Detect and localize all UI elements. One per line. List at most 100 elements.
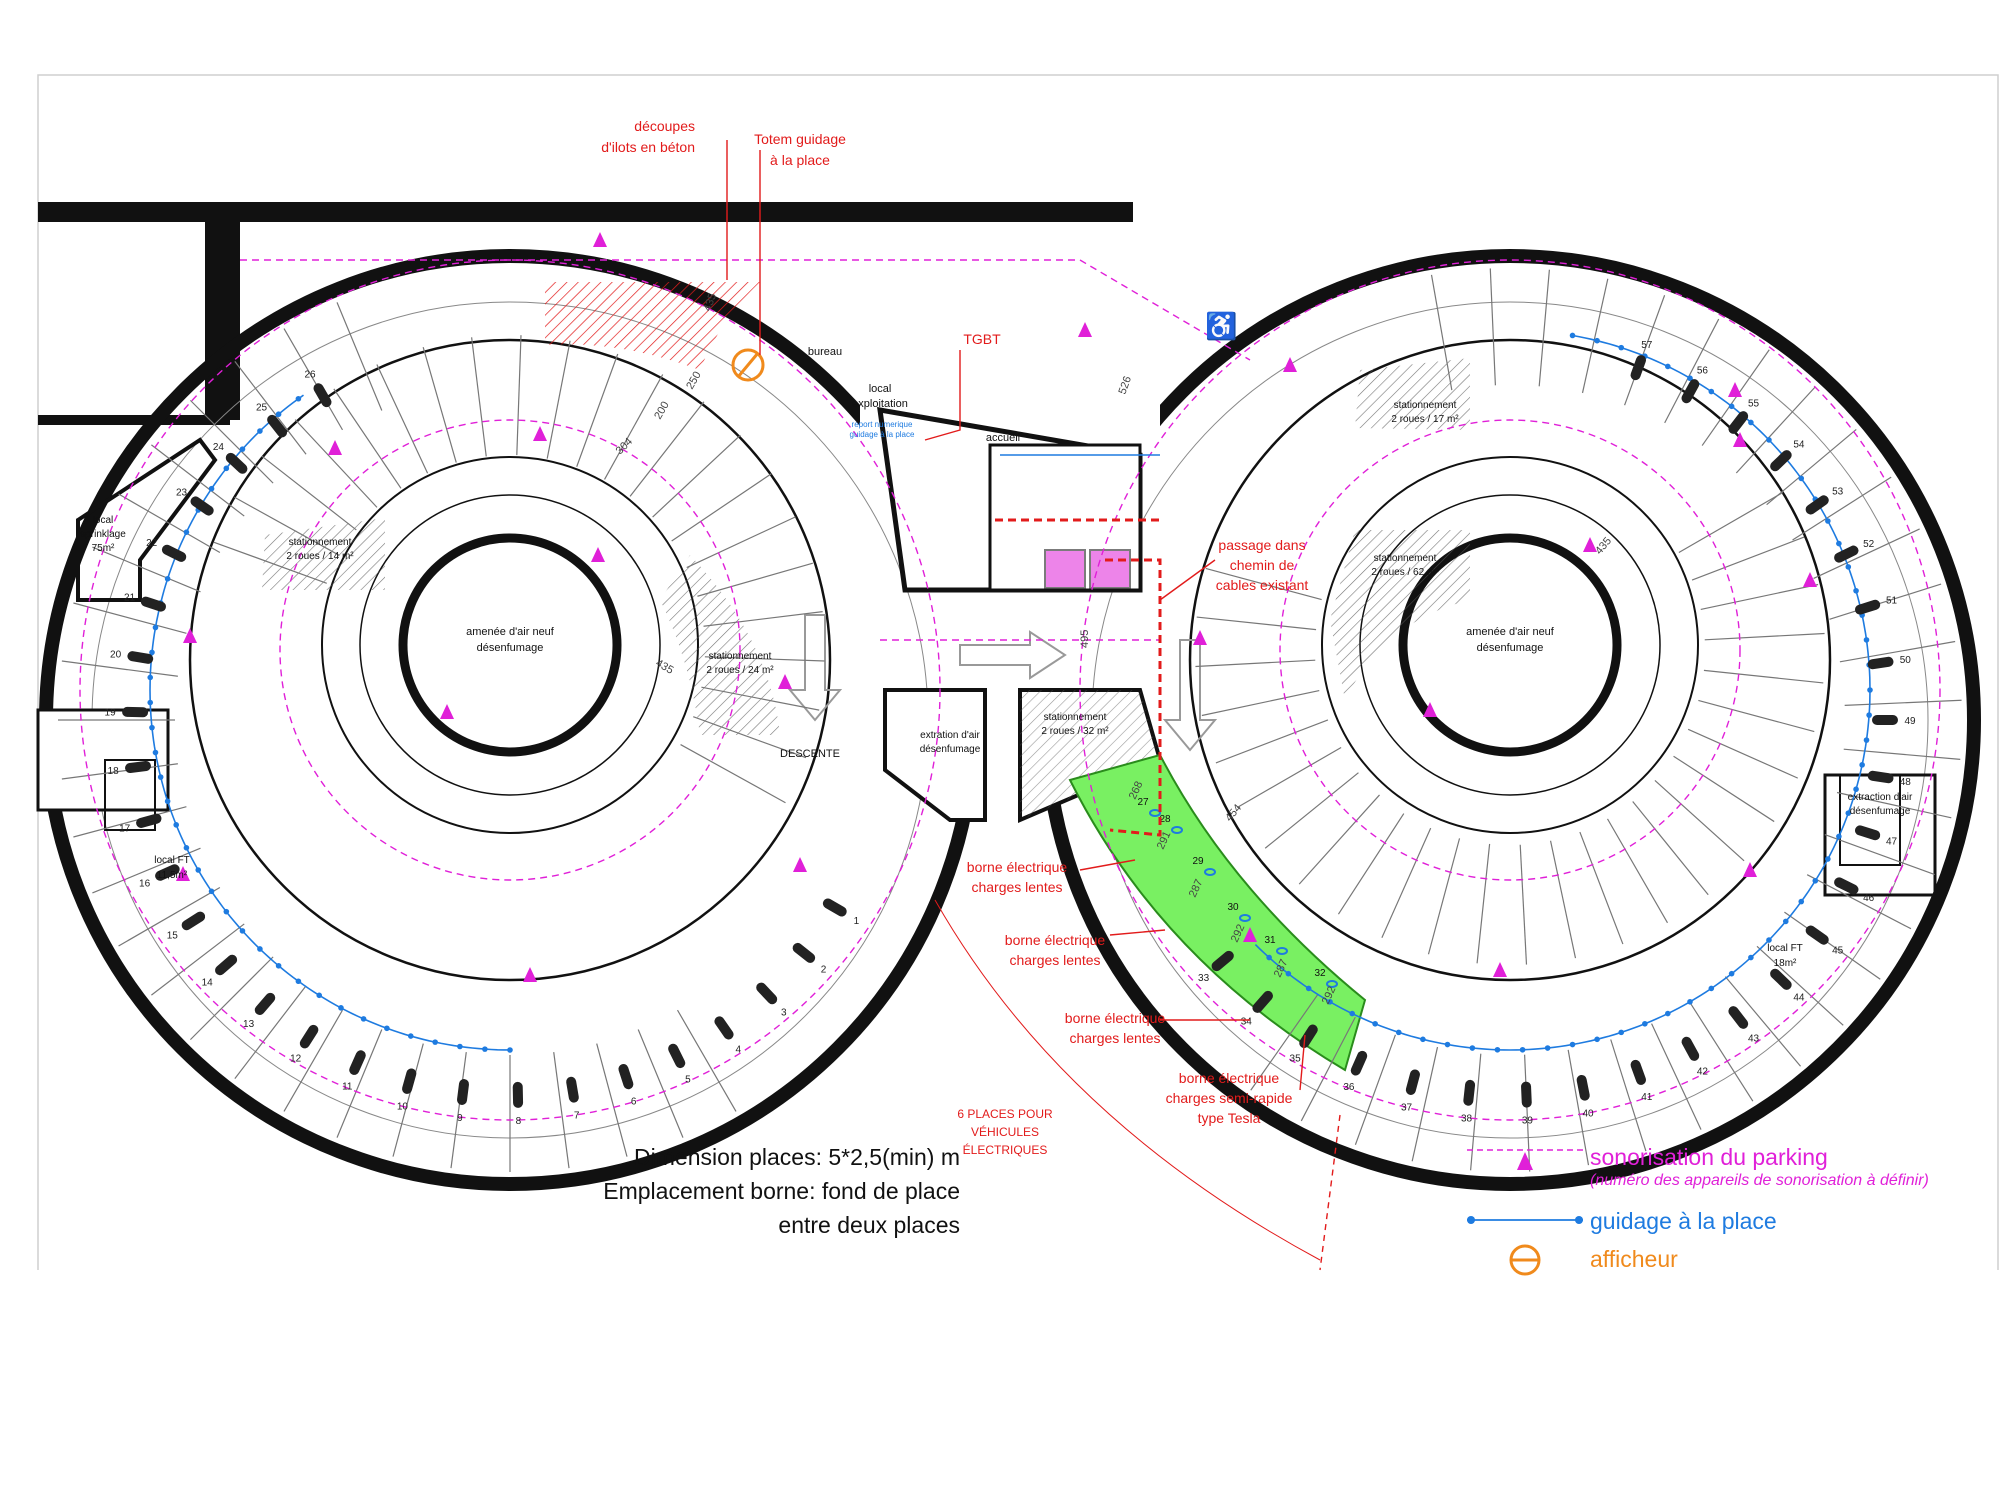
stall-divider <box>652 434 741 518</box>
stall-divider <box>1579 831 1624 945</box>
stall-divider <box>604 374 664 480</box>
svg-text:Totem guidage: Totem guidage <box>754 131 846 147</box>
svg-text:stationnement: stationnement <box>289 537 352 548</box>
guidage-sensor <box>1845 810 1852 816</box>
stall-divider <box>1691 536 1805 581</box>
svg-text:désenfumage: désenfumage <box>477 642 544 654</box>
right-spot-number: 42 <box>1697 1067 1709 1078</box>
guidage-sensor <box>1444 1041 1451 1048</box>
guidage-sensor <box>1327 998 1333 1005</box>
stall-divider <box>73 602 187 634</box>
right-spot-marker <box>1681 379 1700 404</box>
guidage-sensor <box>1825 856 1831 862</box>
ev-guidage-sensor <box>1204 868 1216 876</box>
stall-divider <box>1678 491 1784 554</box>
left-spot-marker <box>822 898 847 917</box>
right-spot-number: 45 <box>1832 945 1844 956</box>
speaker-marker <box>593 232 607 247</box>
stall-divider <box>61 660 178 677</box>
stall-divider <box>261 455 357 531</box>
svg-text:526: 526 <box>1117 375 1135 396</box>
left-spot-number: 16 <box>139 879 151 890</box>
stall-divider <box>1689 1002 1754 1102</box>
guidage-sensor <box>407 1033 414 1039</box>
annotations: découpes d'ilots en béton Totem guidage … <box>601 118 1308 1157</box>
stall-divider <box>1824 834 1935 876</box>
afficheur-symbol-icon <box>1509 1244 1541 1276</box>
stall-divider <box>73 806 187 838</box>
guidage-sensor <box>1812 877 1819 884</box>
svg-text:75m²: 75m² <box>92 543 115 554</box>
right-spot-marker <box>1805 495 1829 515</box>
left-ring-spots: 1234567891011121314151617181920212223242… <box>105 370 860 1127</box>
svg-text:2 roues / 14 m²: 2 roues / 14 m² <box>286 551 354 562</box>
stall-divider <box>1664 318 1720 424</box>
stall-divider <box>1205 567 1322 601</box>
stall-divider <box>1581 278 1609 394</box>
ev-spot-number: 32 <box>1314 968 1326 979</box>
guidage-sensor <box>164 575 171 582</box>
svg-text:extraction d'air: extraction d'air <box>1848 792 1913 803</box>
guidage-sensor <box>157 774 164 780</box>
left-spot-marker <box>456 1079 470 1105</box>
svg-text:borne électrique: borne électrique <box>1005 932 1106 948</box>
guidage-sensor <box>1728 403 1735 410</box>
left-spot-marker <box>254 992 276 1015</box>
guidage-sensor <box>239 446 246 452</box>
guidage-sensor <box>1766 937 1772 943</box>
stall-divider <box>118 886 221 947</box>
left-spot-number: 21 <box>124 592 136 603</box>
stall-divider <box>213 541 327 584</box>
guidage-sensor <box>183 529 190 535</box>
ev-guidage-sensor <box>1239 914 1251 922</box>
svg-text:désenfumage: désenfumage <box>1850 806 1911 817</box>
right-spot-marker <box>1630 1059 1647 1085</box>
right-spot-marker <box>1211 950 1234 972</box>
guidage-sensor <box>1853 786 1859 793</box>
sono-loop-left <box>79 259 941 1121</box>
guidage-sensor <box>1395 1029 1402 1036</box>
guidage-sensor <box>257 428 263 434</box>
stall-divider <box>1703 669 1824 684</box>
guidage-sensor <box>295 395 302 402</box>
guidage-sensor <box>1420 1036 1426 1043</box>
right-spot-marker <box>1405 1069 1420 1095</box>
annotation-leaders <box>726 140 1341 1271</box>
accessible-spot-icon: ♿ <box>1205 311 1237 341</box>
svg-text:d'ilots en béton: d'ilots en béton <box>601 139 695 155</box>
sono-loop-top <box>240 259 1251 361</box>
ev-spot-number: 31 <box>1264 935 1276 946</box>
stall-divider <box>1411 1046 1439 1162</box>
guidage-sensor <box>1798 475 1805 482</box>
right-spot-marker <box>1854 599 1881 615</box>
stall-divider <box>450 1052 467 1169</box>
guidage-sensor <box>1708 985 1715 992</box>
stall-divider <box>516 335 522 456</box>
guidage-sensor <box>149 724 155 731</box>
guidage-sensor <box>1305 985 1312 992</box>
left-spot-number: 1 <box>854 916 860 927</box>
guidage-sensor <box>1748 954 1754 961</box>
stall-divider <box>703 611 823 627</box>
left-spot-marker <box>215 954 238 976</box>
svg-text:à la place: à la place <box>770 152 830 168</box>
guidage-sensor <box>338 1005 344 1011</box>
stall-divider <box>1654 780 1745 862</box>
left-spot-marker <box>225 452 248 474</box>
ramp-arrows <box>787 614 1218 752</box>
stall-divider <box>1250 994 1319 1091</box>
right-spot-marker <box>1854 825 1881 841</box>
guidage-sensor <box>1845 564 1852 570</box>
stall-divider <box>1836 791 1952 819</box>
svg-text:18m²: 18m² <box>1774 958 1797 969</box>
stall-divider <box>576 353 619 467</box>
right-spot-marker <box>1521 1081 1532 1108</box>
placement-notes: Dimension places: 5*2,5(min) m Emplaceme… <box>560 1140 960 1242</box>
left-spot-marker <box>402 1068 417 1094</box>
svg-text:amenée d'air neuf: amenée d'air neuf <box>1466 626 1555 638</box>
guidage-sensor <box>1836 833 1842 840</box>
guidage-sensor <box>1665 1010 1671 1017</box>
guidage-sensor <box>152 749 159 756</box>
svg-text:495: 495 <box>1079 630 1091 648</box>
stall-divider <box>471 337 487 457</box>
